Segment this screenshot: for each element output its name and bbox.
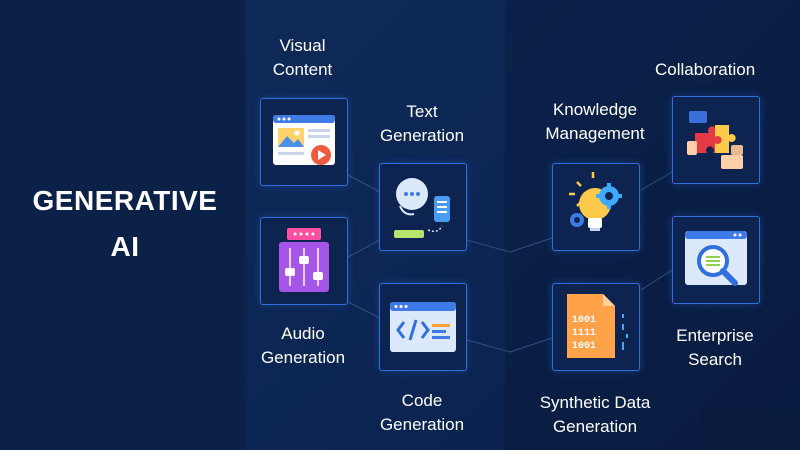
- collaboration-label: Collaboration: [655, 58, 756, 82]
- enterprise-search-label-line1: Enterprise: [676, 326, 754, 345]
- synthetic-data-label: Synthetic Data Generation: [528, 391, 662, 439]
- visual-content-label-line1: Visual: [279, 36, 326, 55]
- audio-generation-card[interactable]: [260, 217, 348, 305]
- audio-generation-label-line1: Audio: [281, 324, 325, 343]
- synthetic-data-label-line2: Generation: [552, 417, 638, 436]
- svg-text:1111: 1111: [572, 328, 596, 339]
- corner-block: [700, 410, 800, 450]
- code-generation-label-line2: Generation: [379, 415, 465, 434]
- text-generation-label-line2: Generation: [379, 126, 465, 145]
- visual-content-label: Visual Content: [255, 34, 350, 82]
- title-line-2: AI: [110, 231, 140, 262]
- left-panel-background: [0, 0, 245, 450]
- knowledge-management-label-line1: Knowledge: [552, 100, 638, 119]
- enterprise-search-label: Enterprise Search: [660, 324, 770, 372]
- svg-text:1001: 1001: [572, 341, 596, 352]
- synthetic-data-label-line1: Synthetic Data: [539, 393, 651, 412]
- code-window-icon: [390, 302, 456, 352]
- image-video-icon: [273, 115, 335, 165]
- visual-content-card[interactable]: [260, 98, 348, 186]
- audio-generation-label-line2: Generation: [260, 348, 346, 367]
- chat-bubbles-icon: [394, 178, 450, 238]
- audio-mixer-icon: [279, 228, 329, 292]
- collaboration-label-line1: Collaboration: [655, 60, 756, 79]
- code-generation-label-line1: Code: [401, 391, 443, 410]
- main-title: GENERATIVE AI: [20, 178, 230, 270]
- visual-content-label-line2: Content: [272, 60, 333, 79]
- knowledge-management-card[interactable]: [552, 163, 640, 251]
- puzzle-hands-icon: [687, 111, 743, 169]
- text-generation-label-line1: Text: [406, 102, 438, 121]
- enterprise-search-label-line2: Search: [688, 350, 742, 369]
- knowledge-management-label: Knowledge Management: [535, 98, 655, 146]
- code-generation-card[interactable]: [379, 283, 467, 371]
- knowledge-management-label-line2: Management: [545, 124, 645, 143]
- code-generation-label: Code Generation: [372, 389, 472, 437]
- audio-generation-label: Audio Generation: [252, 322, 354, 370]
- text-generation-card[interactable]: [379, 163, 467, 251]
- title-line-1: GENERATIVE: [32, 185, 218, 216]
- enterprise-search-card[interactable]: [672, 216, 760, 304]
- text-generation-label: Text Generation: [372, 100, 472, 148]
- collaboration-card[interactable]: [672, 96, 760, 184]
- binary-document-icon: 1001 1111 1001: [567, 294, 628, 358]
- synthetic-data-card[interactable]: 1001 1111 1001: [552, 283, 640, 371]
- lightbulb-gears-icon: [569, 172, 622, 231]
- svg-text:1001: 1001: [572, 315, 596, 326]
- magnifier-window-icon: [685, 231, 747, 286]
